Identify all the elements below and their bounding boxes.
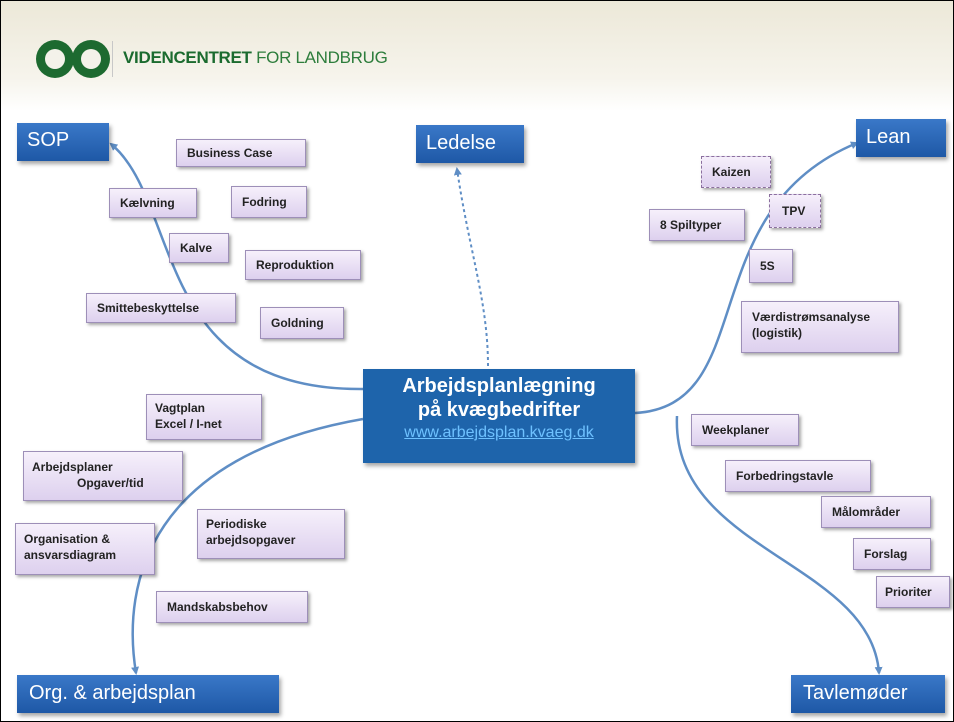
center-website-link[interactable]: www.arbejdsplan.kvaeg.dk	[404, 424, 594, 441]
center-title-line1: Arbejdsplanlægning	[402, 375, 596, 397]
branch-sop: SOP	[17, 123, 109, 161]
item-mandskabsbehov: Mandskabsbehov	[156, 591, 308, 623]
arrow-to-lean	[634, 141, 859, 415]
item-weekplaner: Weekplaner	[691, 414, 799, 446]
org-name-bold: VIDENCENTRET	[123, 48, 252, 67]
item-vaerdistroemsanalyse: Værdistrømsanalyse(logistik)	[741, 301, 899, 353]
arrow-to-org	[131, 417, 364, 675]
branch-sop-label: SOP	[27, 129, 70, 151]
item-smittebeskyttelse: Smittebeskyttelse	[86, 293, 236, 323]
item-forslag: Forslag	[853, 538, 931, 570]
branch-org: Org. & arbejdsplan	[17, 675, 279, 713]
org-name-light: FOR LANDBRUG	[256, 48, 388, 67]
arrow-to-tavle	[675, 415, 883, 675]
center-title-line2: på kvægbedrifter	[417, 399, 581, 421]
branch-ledelse-label: Ledelse	[426, 132, 497, 154]
item-forbedringstavle: Forbedringstavle	[725, 460, 871, 492]
logo-icon	[36, 40, 110, 78]
item-business-case: Business Case	[176, 139, 306, 167]
org-name: VIDENCENTRET FOR LANDBRUG	[123, 48, 388, 68]
item-kaizen: Kaizen	[701, 156, 771, 188]
item-goldning: Goldning	[260, 307, 344, 339]
item-5s: 5S	[749, 249, 793, 283]
item-maalomraader: Målområder	[821, 496, 931, 528]
item-fodring: Fodring	[231, 186, 307, 218]
branch-lean-label: Lean	[866, 126, 911, 148]
branch-tavlemoder: Tavlemøder	[791, 675, 945, 713]
header-band	[1, 1, 953, 111]
branch-ledelse: Ledelse	[416, 125, 524, 163]
item-tpv: TPV	[769, 194, 821, 228]
item-8-spiltyper: 8 Spiltyper	[649, 209, 745, 241]
branch-tavlemoder-label: Tavlemøder	[803, 682, 908, 704]
item-organisation: Organisation &ansvarsdiagram	[15, 523, 155, 575]
branch-lean: Lean	[856, 119, 946, 157]
item-reproduktion: Reproduktion	[245, 250, 361, 280]
arrow-to-sop	[109, 142, 364, 391]
branch-org-label: Org. & arbejdsplan	[29, 682, 196, 704]
item-prioriter: Prioriter	[876, 576, 950, 608]
center-topic: Arbejdsplanlægning på kvægbedrifter www.…	[363, 369, 635, 463]
logo-separator	[112, 41, 113, 77]
item-kalve: Kalve	[169, 233, 229, 263]
arrow-to-ledelse	[453, 167, 489, 367]
item-kaelvning: Kælvning	[109, 188, 197, 218]
